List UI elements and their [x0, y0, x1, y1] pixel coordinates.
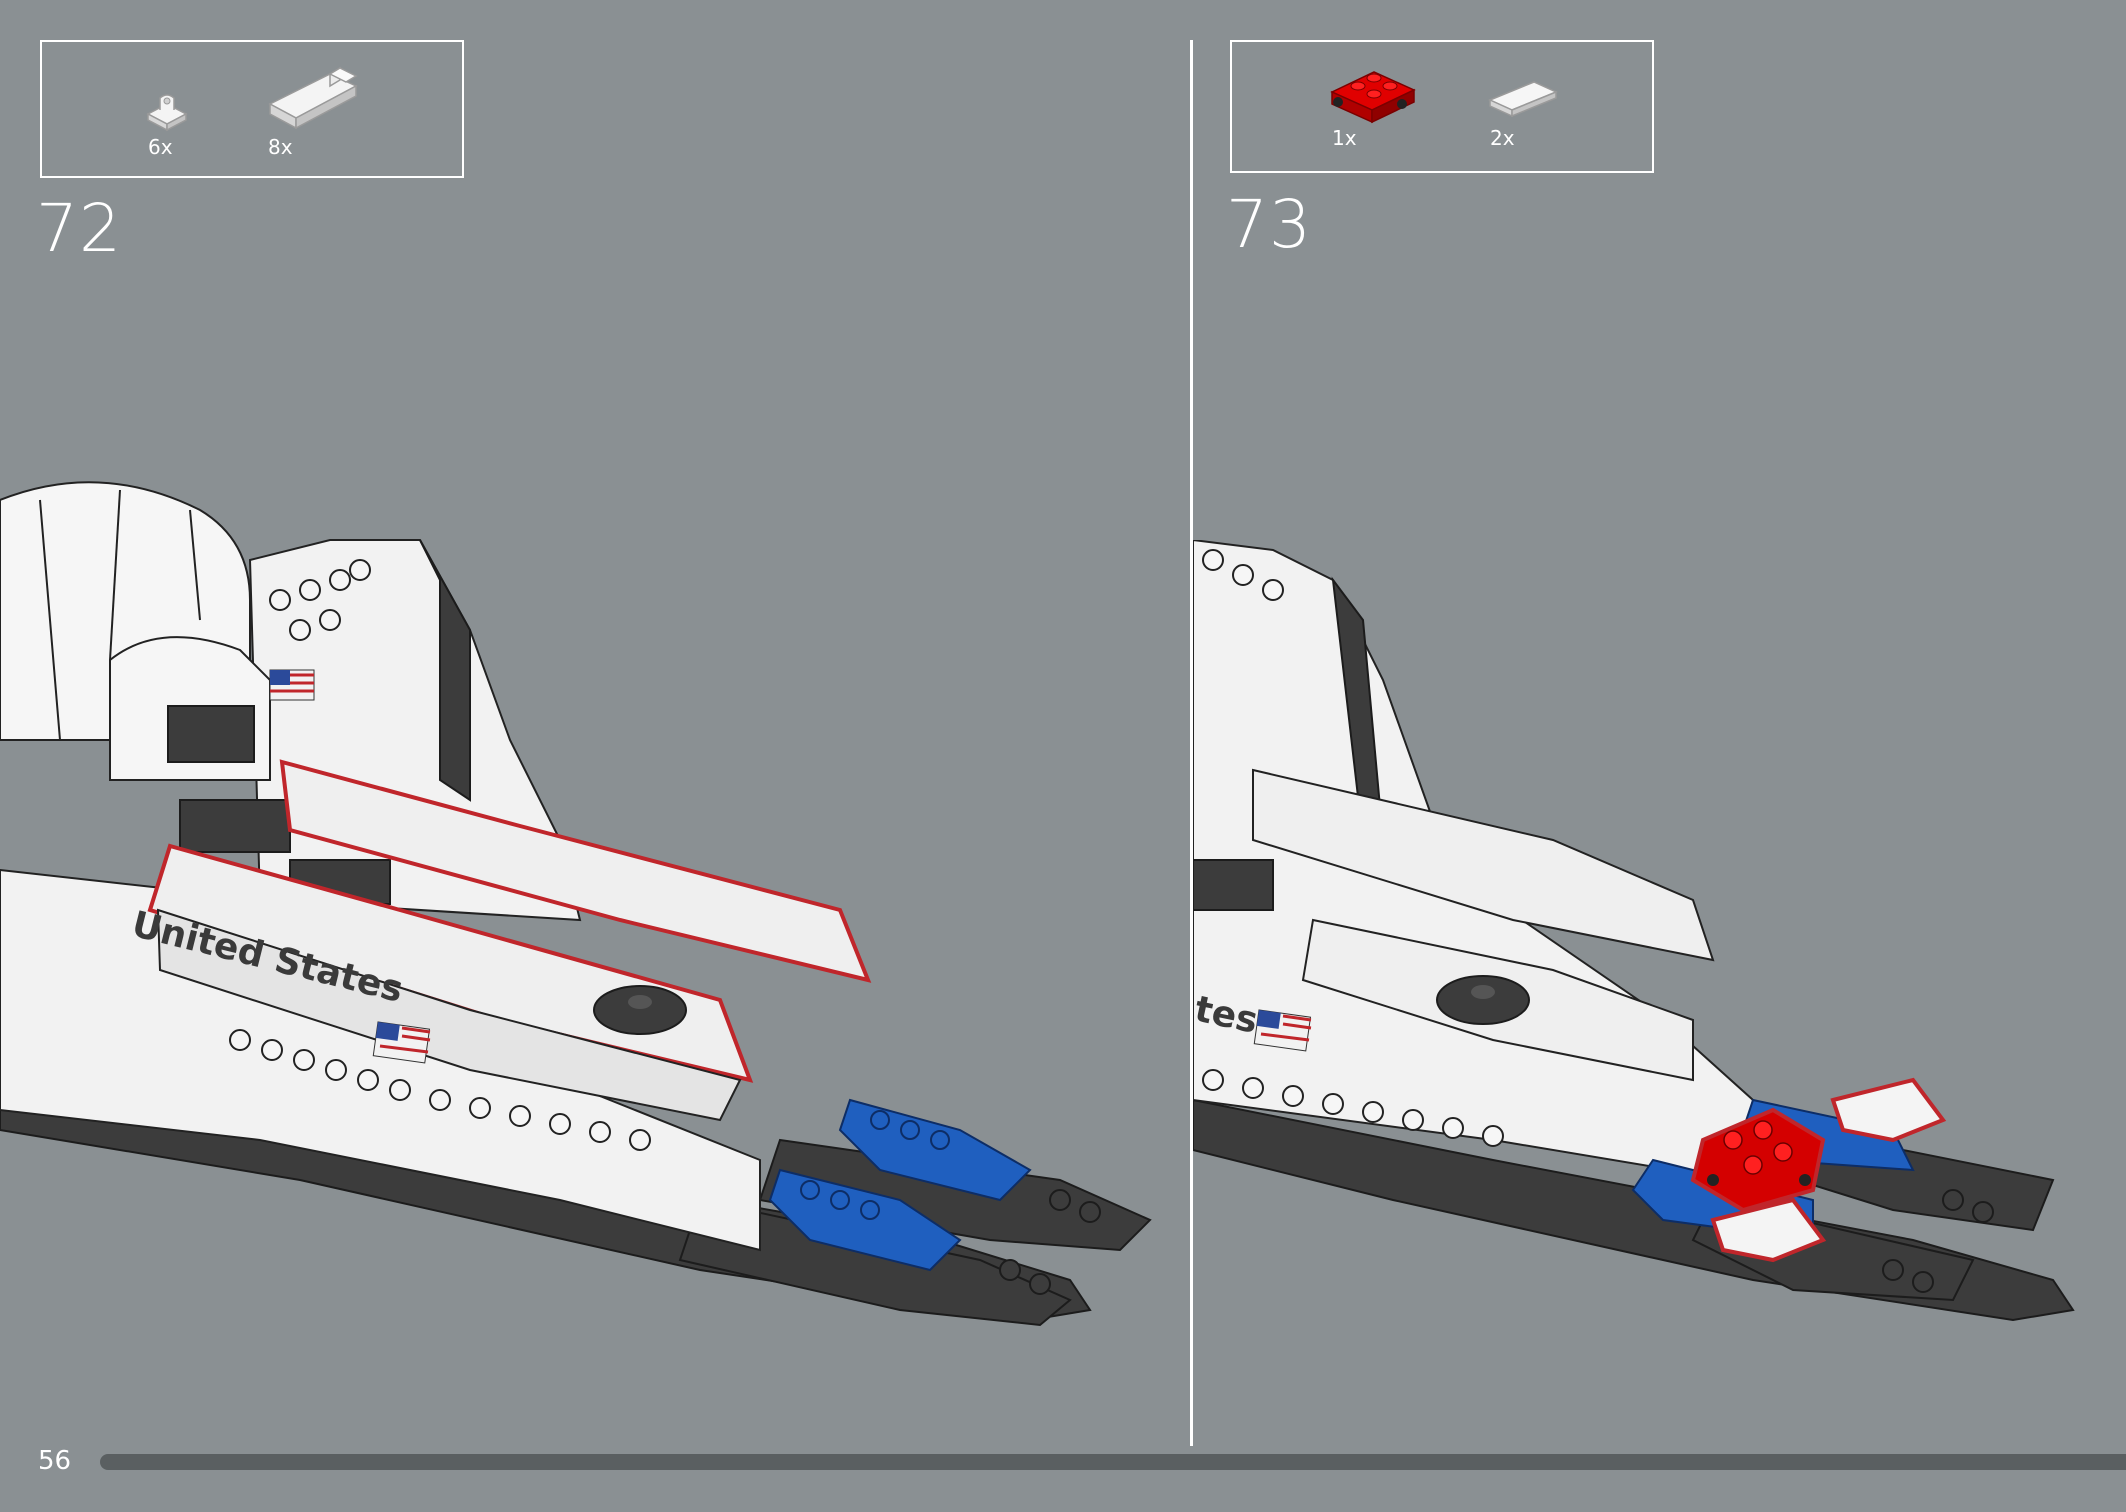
white-tile-icon [1488, 81, 1558, 118]
step-72-number: 72 [36, 190, 122, 267]
flag-icon [269, 669, 315, 701]
page-divider [1190, 40, 1193, 1446]
red-plate-with-pins-icon [1330, 71, 1416, 124]
step-73-model-illustration: tes [1193, 540, 2075, 1322]
panel-wall-icon [268, 66, 358, 130]
flag-icon [372, 1021, 431, 1064]
step-73-parts-box: 1x 2x [1230, 40, 1654, 173]
clip-plate-icon [146, 94, 188, 132]
step-72-model-illustration: United States [0, 481, 1152, 1327]
flag-icon [1253, 1009, 1312, 1052]
step-73-number: 73 [1226, 186, 1312, 263]
step-72-part-2-count: 8x [268, 135, 293, 159]
step-72-part-1-count: 6x [148, 135, 173, 159]
step-73-part-2-count: 2x [1490, 126, 1515, 150]
page-number: 56 [38, 1446, 72, 1476]
step-72-parts-box: 6x 8x [40, 40, 464, 178]
step-73-part-1-count: 1x [1332, 126, 1357, 150]
progress-bar-track [100, 1454, 2126, 1470]
